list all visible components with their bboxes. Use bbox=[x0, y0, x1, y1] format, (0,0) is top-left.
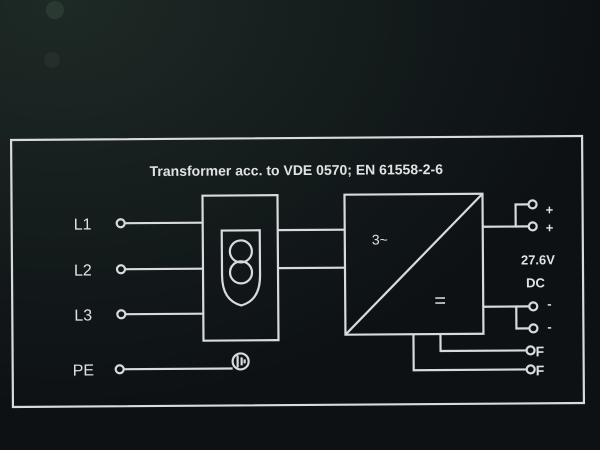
fault-label: F bbox=[536, 362, 545, 378]
screw-icon bbox=[46, 1, 64, 19]
ac-symbol: 3~ bbox=[372, 231, 388, 247]
input-label-l3: L3 bbox=[74, 307, 92, 324]
output-voltage: 27.6V bbox=[521, 252, 555, 267]
input-label-l1: L1 bbox=[74, 216, 92, 233]
label-title: Transformer acc. to VDE 0570; EN 61558-2… bbox=[150, 161, 444, 179]
safety-transformer-icon bbox=[220, 229, 262, 307]
plus-label: + bbox=[546, 202, 554, 217]
output-type: DC bbox=[526, 275, 545, 290]
input-label-l2: L2 bbox=[74, 262, 92, 279]
label-border bbox=[9, 134, 586, 409]
minus-label: - bbox=[547, 319, 551, 334]
minus-label: - bbox=[547, 296, 551, 311]
input-label-pe: PE bbox=[73, 362, 94, 379]
ground-icon bbox=[231, 352, 250, 371]
dc-symbol: = bbox=[434, 290, 446, 312]
output-terminals bbox=[412, 199, 539, 375]
fault-label: F bbox=[536, 343, 545, 359]
screw-icon bbox=[44, 52, 60, 68]
input-terminals bbox=[114, 218, 233, 375]
converter-diagonal bbox=[344, 192, 484, 336]
plus-label: + bbox=[546, 220, 554, 235]
